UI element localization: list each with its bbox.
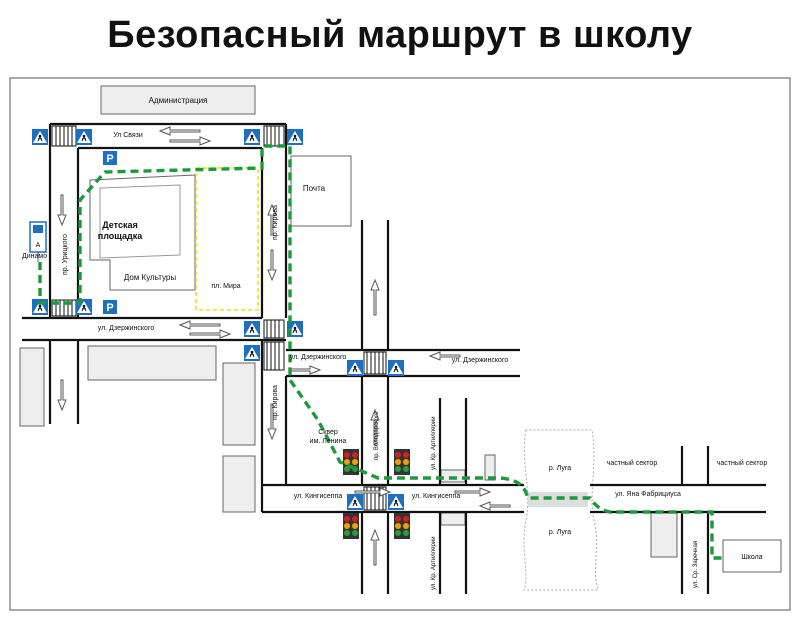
playground-label: Детская <box>102 220 137 230</box>
street-label: пр. Володарского <box>374 411 380 460</box>
parking-sign-icon: P <box>103 151 117 165</box>
svg-text:P: P <box>106 302 113 314</box>
school-building <box>722 539 782 573</box>
pedestrian-crossing-sign-icon <box>243 128 261 146</box>
page-title: Безопасный маршрут в школу <box>107 14 693 56</box>
playground-label: площадка <box>98 231 143 241</box>
administration-building <box>100 85 256 115</box>
culture-house-label: Дом Культуры <box>124 273 176 282</box>
street-label: пр. Кирова <box>272 385 279 420</box>
roads <box>22 122 766 594</box>
culture-house-block <box>89 174 196 291</box>
street-labels-vertical: пр. Урицкого пр. Кирова пр. Кирова пр. В… <box>62 205 699 590</box>
pedestrian-crossing-sign-icon <box>346 359 364 377</box>
river-label: р. Луга <box>549 529 571 536</box>
square-label: Сквер <box>318 429 338 436</box>
parking-sign-icon: P <box>103 300 117 314</box>
street-label: пр. Урицкого <box>62 234 69 275</box>
private-sector-label: частный сектор <box>607 459 658 467</box>
direction-arrow-icon <box>57 126 511 566</box>
street-labels: Ул Связи ул. Дзержинского ул. Дзержинско… <box>98 132 681 500</box>
street-label: пр. Кирова <box>272 205 279 240</box>
safe-route-path <box>38 144 722 560</box>
post-label: Почта <box>303 184 326 193</box>
pedestrian-crossing-sign-icon <box>286 128 304 146</box>
svg-text:P: P <box>106 153 113 165</box>
mira-square-label: пл. Мира <box>211 283 240 290</box>
street-label: ул. Кингисеппа <box>294 493 343 500</box>
traffic-light-icon <box>394 449 410 475</box>
traffic-light-icon <box>343 513 359 539</box>
svg-text:А: А <box>36 242 41 249</box>
pedestrian-crossing-sign-icon <box>243 344 261 362</box>
street-label: ул. Яна Фабрициуса <box>615 490 681 498</box>
street-label: ул. Дзержинского <box>452 357 509 364</box>
pedestrian-crossing-sign-icon <box>31 128 49 146</box>
dinamo-label: Динамо <box>22 253 47 260</box>
traffic-light-icon <box>394 513 410 539</box>
street-label: ул. Кингисеппа <box>412 493 461 500</box>
buildings <box>19 85 782 573</box>
street-label: ул. Кр. Артиллерии <box>431 416 437 470</box>
building-labels: Администрация Почта Детская площадка Дом… <box>22 96 767 561</box>
private-sector-label: частный сектор <box>717 459 768 467</box>
administration-label: Администрация <box>149 96 208 105</box>
street-label: ул. Дзержинского <box>290 354 347 361</box>
school-label: Школа <box>741 554 762 561</box>
square-label: им. Ленина <box>310 438 347 445</box>
street-label: Ул Связи <box>113 132 143 139</box>
street-label: ул. Дзержинского <box>98 325 155 332</box>
street-label: ул. Ср. Заречная <box>693 541 699 588</box>
pedestrian-crossing-sign-icon <box>387 359 405 377</box>
pedestrian-crossing-sign-icon <box>243 320 261 338</box>
river-luga: р. Луга р. Луга <box>523 429 599 591</box>
bus-stop-sign-icon: А <box>29 221 47 262</box>
pedestrian-crossing-sign-icon <box>346 493 364 511</box>
river-label: р. Луга <box>549 465 571 472</box>
street-label: ул. Кр. Артиллерии <box>431 536 437 590</box>
traffic-light-icon <box>343 449 359 475</box>
post-building <box>290 155 352 227</box>
pedestrian-crossing-sign-icon <box>75 128 93 146</box>
pedestrian-crossing-sign-icon <box>387 493 405 511</box>
